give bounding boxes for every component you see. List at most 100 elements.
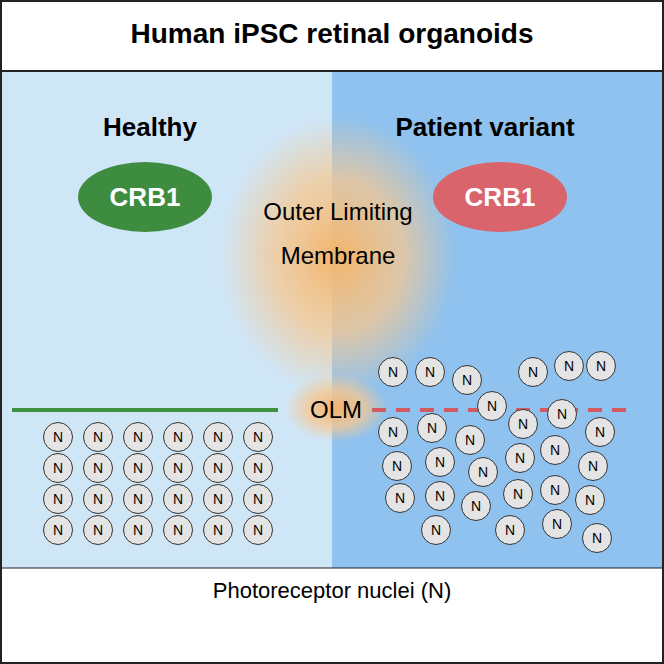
nucleus-letter: N: [550, 483, 560, 497]
nucleus-letter: N: [592, 531, 602, 545]
nucleus-letter: N: [173, 430, 183, 444]
nucleus-letter: N: [173, 492, 183, 506]
nucleus-letter: N: [462, 373, 472, 387]
nucleus-letter: N: [425, 365, 435, 379]
photoreceptor-nucleus: N: [203, 515, 233, 545]
footer-rule: [0, 568, 664, 569]
crb1-protein-ellipse: CRB1: [433, 162, 567, 232]
photoreceptor-nucleus: N: [508, 409, 538, 439]
photoreceptor-nucleus: N: [415, 357, 445, 387]
photoreceptor-nucleus: N: [578, 451, 608, 481]
photoreceptor-nucleus: N: [425, 481, 455, 511]
nucleus-letter: N: [505, 523, 515, 537]
olm-label: OLM: [300, 396, 372, 424]
photoreceptor-nucleus: N: [425, 447, 455, 477]
photoreceptor-nucleus: N: [243, 484, 273, 514]
photoreceptor-nucleus: N: [542, 509, 572, 539]
nucleus-letter: N: [515, 451, 525, 465]
photoreceptor-nucleus: N: [582, 523, 612, 553]
nucleus-letter: N: [133, 430, 143, 444]
nucleus-letter: N: [513, 487, 523, 501]
nucleus-letter: N: [213, 523, 223, 537]
panel-heading: Healthy: [103, 112, 197, 143]
photoreceptor-nucleus: N: [123, 484, 153, 514]
photoreceptor-nucleus: N: [83, 453, 113, 483]
photoreceptor-nucleus: N: [378, 417, 408, 447]
photoreceptor-nucleus: N: [461, 491, 491, 521]
crb1-protein-ellipse: CRB1: [78, 162, 212, 232]
photoreceptor-nucleus: N: [455, 425, 485, 455]
photoreceptor-nucleus: N: [83, 422, 113, 452]
photoreceptor-nucleus: N: [575, 485, 605, 515]
healthy-olm-line: [12, 408, 278, 412]
nucleus-letter: N: [528, 365, 538, 379]
photoreceptor-nucleus: N: [382, 451, 412, 481]
nucleus-letter: N: [133, 523, 143, 537]
protein-name: CRB1: [465, 182, 536, 213]
nucleus-letter: N: [431, 523, 441, 537]
nucleus-letter: N: [213, 492, 223, 506]
photoreceptor-nucleus: N: [123, 515, 153, 545]
condition-panel: Patient variantCRB1NNNNNNNNNNNNNNNNNNNNN…: [332, 72, 664, 568]
panel-heading: Patient variant: [395, 112, 574, 143]
photoreceptor-nucleus: N: [243, 453, 273, 483]
nucleus-letter: N: [93, 492, 103, 506]
photoreceptor-nucleus: N: [43, 515, 73, 545]
photoreceptor-nucleus: N: [554, 351, 584, 381]
photoreceptor-nucleus: N: [123, 422, 153, 452]
nucleus-letter: N: [53, 430, 63, 444]
nucleus-letter: N: [518, 417, 528, 431]
nucleus-letter: N: [253, 492, 263, 506]
nucleus-letter: N: [53, 492, 63, 506]
photoreceptor-nucleus: N: [477, 391, 507, 421]
photoreceptor-nucleus: N: [468, 457, 498, 487]
photoreceptor-nucleus: N: [203, 484, 233, 514]
photoreceptor-nucleus: N: [505, 443, 535, 473]
nucleus-letter: N: [595, 425, 605, 439]
photoreceptor-nucleus: N: [540, 435, 570, 465]
photoreceptor-nucleus: N: [385, 483, 415, 513]
photoreceptor-nucleus: N: [43, 422, 73, 452]
nucleus-letter: N: [253, 430, 263, 444]
photoreceptor-nucleus: N: [540, 475, 570, 505]
nucleus-letter: N: [133, 492, 143, 506]
photoreceptor-nucleus: N: [586, 351, 616, 381]
nucleus-letter: N: [133, 461, 143, 475]
nucleus-letter: N: [53, 523, 63, 537]
nucleus-letter: N: [435, 489, 445, 503]
figure-caption: Photoreceptor nuclei (N): [0, 578, 664, 604]
photoreceptor-nucleus: N: [585, 417, 615, 447]
photoreceptor-nucleus: N: [243, 515, 273, 545]
nucleus-letter: N: [173, 461, 183, 475]
nucleus-letter: N: [585, 493, 595, 507]
figure-title: Human iPSC retinal organoids: [0, 18, 664, 50]
photoreceptor-nucleus: N: [503, 479, 533, 509]
nucleus-letter: N: [53, 461, 63, 475]
nucleus-letter: N: [588, 459, 598, 473]
nucleus-letter: N: [93, 523, 103, 537]
nucleus-letter: N: [93, 461, 103, 475]
nucleus-letter: N: [596, 359, 606, 373]
membrane-label: Outer Limiting Membrane: [262, 190, 414, 278]
nucleus-letter: N: [253, 461, 263, 475]
nucleus-letter: N: [395, 491, 405, 505]
photoreceptor-nucleus: N: [421, 515, 451, 545]
photoreceptor-nucleus: N: [163, 422, 193, 452]
nucleus-letter: N: [93, 430, 103, 444]
nucleus-letter: N: [471, 499, 481, 513]
nucleus-letter: N: [552, 517, 562, 531]
photoreceptor-nucleus: N: [452, 365, 482, 395]
photoreceptor-nucleus: N: [378, 357, 408, 387]
nucleus-letter: N: [478, 465, 488, 479]
photoreceptor-nucleus: N: [83, 484, 113, 514]
nucleus-letter: N: [213, 430, 223, 444]
nucleus-letter: N: [388, 365, 398, 379]
nucleus-letter: N: [213, 461, 223, 475]
nucleus-letter: N: [487, 399, 497, 413]
photoreceptor-nucleus: N: [163, 515, 193, 545]
nucleus-letter: N: [564, 359, 574, 373]
protein-name: CRB1: [110, 182, 181, 213]
